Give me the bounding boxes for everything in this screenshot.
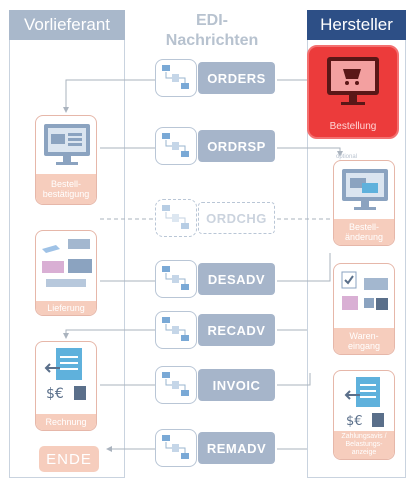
message-label-ordchg: ORDCHG <box>198 202 275 234</box>
network-icon <box>155 260 197 298</box>
network-icon <box>155 366 197 404</box>
message-remadv: REMADV <box>155 429 277 467</box>
message-label-invoic: INVOIC <box>198 369 275 401</box>
message-ordrsp: ORDRSP <box>155 127 277 165</box>
network-icon <box>155 59 197 97</box>
card-caption: Bestellung <box>329 121 377 132</box>
monitor-icon <box>334 161 394 224</box>
monitor-cart-icon <box>309 47 397 124</box>
lane-header-vorlieferant: Vorlieferant <box>9 10 125 40</box>
edi-title-line2: Nachrichten <box>165 32 259 49</box>
card-zahlungsavis: $€ Zahlungsavis / Belastungs-anzeige <box>333 370 395 460</box>
network-icon <box>155 311 197 349</box>
card-caption: Bestell-bestätigung <box>36 174 96 204</box>
card-lieferung: Lieferung <box>35 230 97 316</box>
card-caption: Bestell-änderung <box>334 219 394 245</box>
optional-note: optional <box>336 154 358 160</box>
svg-text:$€: $€ <box>346 414 363 429</box>
message-label-remadv: REMADV <box>198 432 275 464</box>
edi-title: EDI- Nachrichten <box>150 11 274 51</box>
card-caption: Zahlungsavis / Belastungs-anzeige <box>334 431 394 459</box>
message-orders: ORDERS <box>155 59 277 97</box>
card-bestellung: Bestellung <box>307 45 399 139</box>
card-caption: Rechnung <box>36 414 96 430</box>
svg-text:$€: $€ <box>46 386 64 402</box>
monitor-icon <box>36 116 96 179</box>
warehouse-icon <box>334 264 394 333</box>
message-label-orders: ORDERS <box>198 62 275 94</box>
message-ordchg: ORDCHG <box>155 199 277 237</box>
card-bestellaenderung: Bestell-änderung <box>333 160 395 246</box>
message-recadv: RECADV <box>155 311 277 349</box>
edi-title-line1: EDI- <box>196 12 228 29</box>
invoice-icon: $€ <box>36 342 96 417</box>
card-wareneingang: Waren-eingang <box>333 263 395 355</box>
invoice-icon: $€ <box>334 371 394 440</box>
network-icon <box>155 199 197 237</box>
card-caption: Lieferung <box>36 301 96 315</box>
end-marker: ENDE <box>39 446 99 472</box>
message-label-ordrsp: ORDRSP <box>198 130 275 162</box>
network-icon <box>155 429 197 467</box>
network-icon <box>155 127 197 165</box>
message-label-desadv: DESADV <box>198 263 275 295</box>
card-rechnung: $€ Rechnung <box>35 341 97 431</box>
message-desadv: DESADV <box>155 260 277 298</box>
delivery-icon <box>36 231 96 302</box>
message-invoic: INVOIC <box>155 366 277 404</box>
card-caption: Waren-eingang <box>334 328 394 354</box>
lane-header-hersteller: Hersteller <box>307 10 406 40</box>
message-label-recadv: RECADV <box>198 314 275 346</box>
card-bestellbestaetigung: Bestell-bestätigung <box>35 115 97 205</box>
